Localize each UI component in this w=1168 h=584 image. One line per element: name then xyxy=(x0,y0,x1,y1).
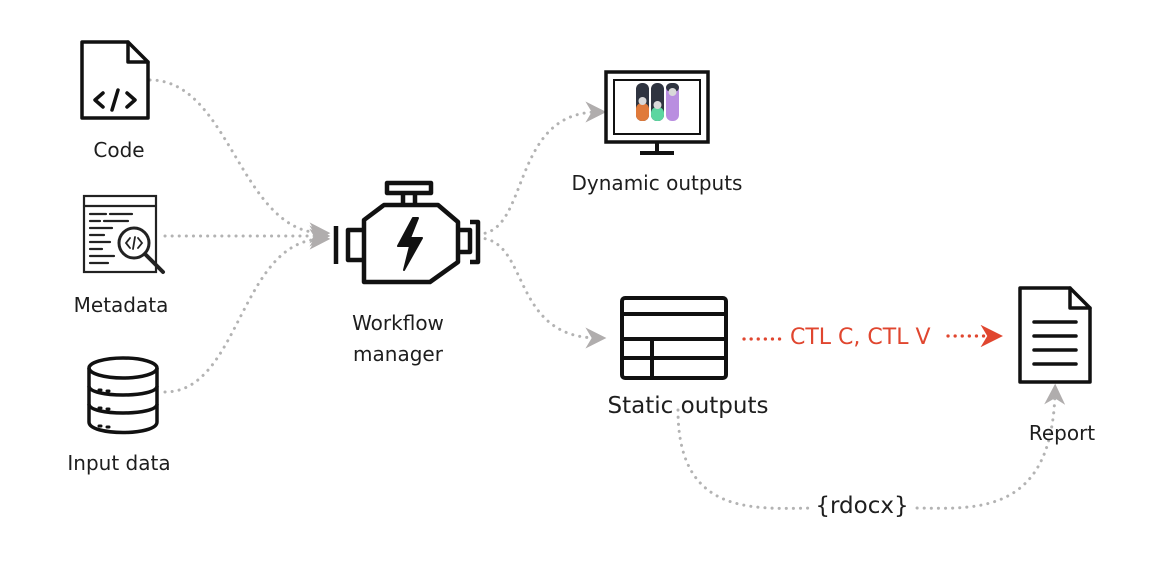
metadata-search-icon xyxy=(82,194,165,274)
rdocx-label: {rdocx} xyxy=(811,493,913,521)
engine-icon xyxy=(333,180,481,285)
static-outputs-label: Static outputs xyxy=(607,393,769,419)
document-icon xyxy=(1018,286,1092,384)
metadata-label: Metadata xyxy=(73,293,169,317)
workflow-label-line2: manager xyxy=(353,342,443,366)
report-label: Report xyxy=(1028,421,1096,445)
connector-code-to-engine xyxy=(148,78,331,244)
table-icon xyxy=(620,296,728,380)
monitor-sliders-icon xyxy=(604,70,710,155)
code-label: Code xyxy=(93,138,145,162)
workflow-label-line1: Workflow xyxy=(352,311,444,335)
input-data-label: Input data xyxy=(67,451,171,475)
connector-rdocx xyxy=(676,392,1055,510)
copy-paste-label: CTL C, CTL V xyxy=(790,325,931,350)
dynamic-outputs-label: Dynamic outputs xyxy=(571,171,743,195)
connector-engine-to-dynamic xyxy=(476,101,607,236)
code-file-icon xyxy=(80,40,150,120)
connector-engine-to-static xyxy=(476,236,607,349)
database-icon xyxy=(87,356,159,435)
connector-data-to-engine xyxy=(163,228,331,394)
